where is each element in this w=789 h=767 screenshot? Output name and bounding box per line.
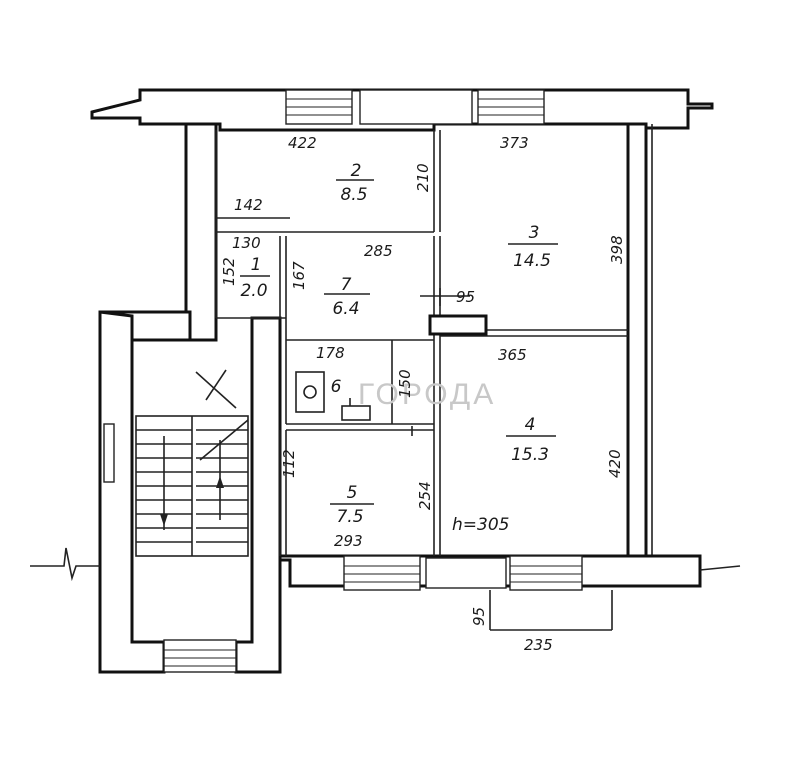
room-1-label: 1 2.0 (240, 255, 270, 301)
window-top-middle (359, 89, 473, 125)
dim-room5-width: 293 (334, 532, 363, 550)
svg-text:14.5: 14.5 (513, 251, 551, 271)
window-stairwell-side (103, 423, 115, 483)
window-bottom-left (343, 555, 421, 591)
room-4-label: 4 15.3 (506, 415, 556, 465)
svg-text:8.5: 8.5 (340, 185, 367, 205)
room-2-label: 2 8.5 (336, 161, 374, 205)
dim-bath-width: 178 (316, 344, 345, 362)
svg-text:6.4: 6.4 (332, 299, 359, 319)
left-break-line (30, 547, 100, 582)
svg-text:2.0: 2.0 (240, 281, 267, 301)
stairwell-left-wall (98, 310, 166, 674)
dim-room1-width: 130 (232, 234, 261, 252)
window-bottom-right (509, 555, 583, 591)
dim-balcony-width: 235 (524, 636, 553, 654)
svg-text:4: 4 (525, 415, 536, 435)
stair-arrow-icon (160, 514, 168, 526)
dim-room3-depth: 398 (608, 235, 626, 264)
dim-room4-width: 365 (498, 346, 527, 364)
right-wall (626, 122, 648, 560)
room-5-label: 5 7.5 (330, 483, 374, 527)
ceiling-height: h=305 (452, 515, 509, 535)
dim-room2-depth: 210 (414, 163, 432, 192)
left-wall (184, 122, 218, 342)
svg-text:1: 1 (251, 255, 262, 275)
dim-bath-depth: 150 (396, 369, 414, 398)
dim-room7-width: 285 (364, 242, 393, 260)
svg-text:5: 5 (347, 483, 358, 503)
right-break-line (699, 565, 741, 571)
stair-arrow-up-icon (216, 476, 224, 488)
ventilation-duct (428, 314, 488, 336)
window-bottom-middle (425, 557, 507, 589)
room-6-label: 6 (331, 377, 342, 397)
dim-room7-depth: 167 (290, 261, 308, 290)
dim-room1-depth: 152 (220, 257, 238, 286)
balcony-dimension (489, 590, 613, 631)
dim-wall-offset: 95 (456, 288, 475, 306)
bathroom-fixtures (295, 371, 371, 421)
svg-text:3: 3 (529, 223, 540, 243)
stairwell-top-wall (99, 310, 192, 342)
dim-room2-width: 422 (288, 134, 317, 152)
svg-text:6: 6 (331, 377, 342, 397)
svg-text:15.3: 15.3 (511, 445, 549, 465)
dim-balcony-depth: 95 (470, 607, 488, 626)
watermark: ГОРОДА (358, 378, 496, 411)
svg-text:7: 7 (341, 275, 352, 295)
room-7-label: 7 6.4 (324, 275, 370, 319)
svg-text:7.5: 7.5 (336, 507, 363, 527)
dim-room3-width: 373 (500, 134, 529, 152)
partitions (215, 130, 628, 556)
window-top-right (477, 89, 545, 125)
stairwell-right-wall (234, 316, 282, 674)
svg-text:2: 2 (351, 161, 362, 181)
window-stairwell (163, 639, 237, 673)
staircase (135, 369, 249, 557)
dim-room5-side: 112 (280, 449, 298, 478)
window-top-left (285, 89, 353, 125)
dim-room5-depth: 254 (416, 481, 434, 510)
dim-room2-partition: 142 (234, 196, 263, 214)
room-3-label: 3 14.5 (508, 223, 558, 271)
dim-room4-depth: 420 (606, 449, 624, 478)
